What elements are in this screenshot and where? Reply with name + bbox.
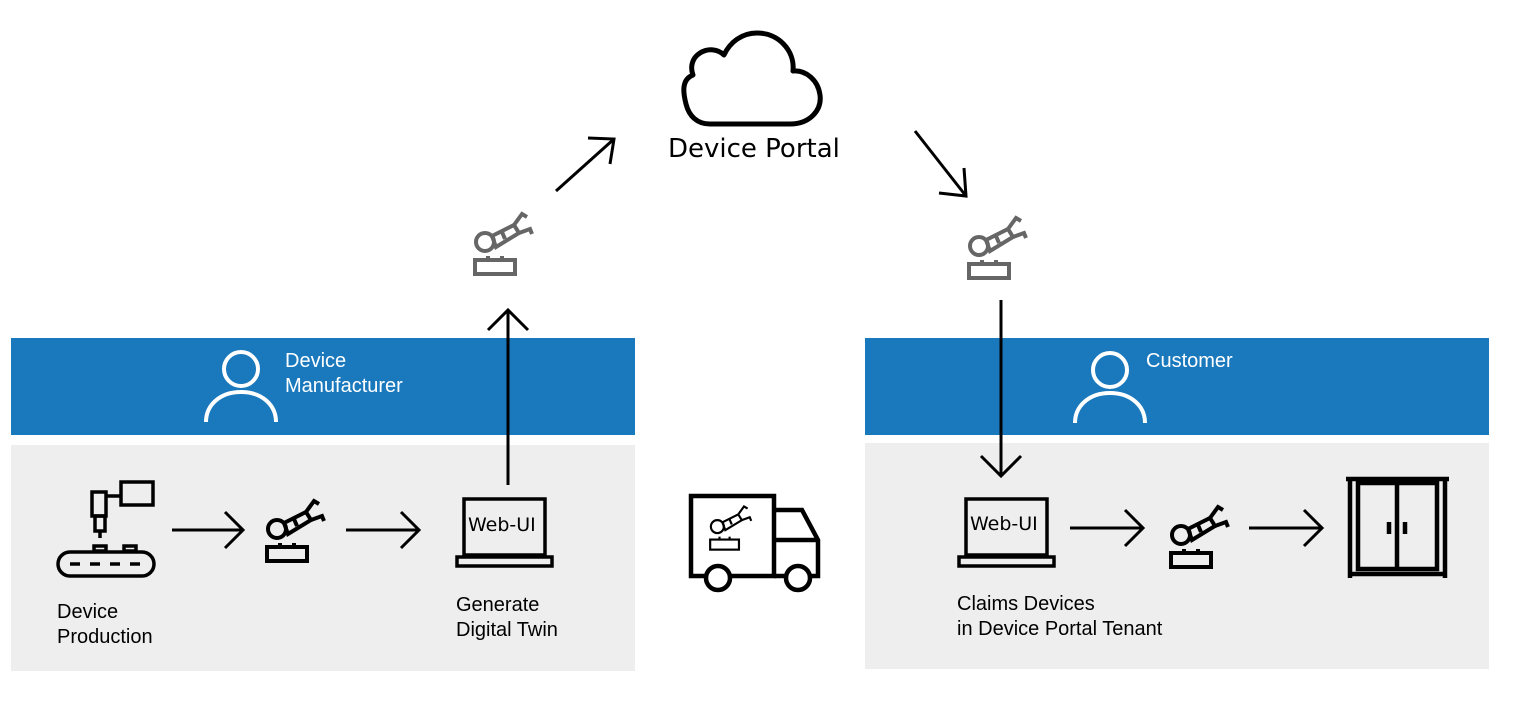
production-machine-icon <box>56 480 156 578</box>
device-robot-icon-top-left <box>473 212 534 276</box>
process-arrow-icon <box>172 510 246 550</box>
manufacturer-band <box>11 338 635 435</box>
webui-label-manufacturer: Web-UI <box>468 514 536 536</box>
device-production-caption: Device Production <box>57 601 153 648</box>
manufacturer-person-icon <box>204 350 278 424</box>
customer-person-icon <box>1073 351 1147 425</box>
robot-black-icon-manufacturer <box>265 499 326 563</box>
upload-arrow-icon <box>554 136 616 193</box>
generate-digital-twin-caption: Generate Digital Twin <box>456 594 558 641</box>
claim-down-arrow-icon <box>979 300 1023 479</box>
robot-black-icon-customer <box>1169 505 1230 569</box>
cloud-icon <box>681 30 823 127</box>
delivery-truck-icon <box>688 493 821 593</box>
download-arrow-icon <box>913 130 968 198</box>
webui-label-customer: Web-UI <box>970 513 1038 535</box>
register-up-arrow-icon <box>486 307 530 485</box>
manufacturer-role-line1: Device <box>285 350 347 372</box>
process-arrow-icon <box>346 510 422 550</box>
customer-band <box>865 338 1489 435</box>
customer-role-label: Customer <box>1146 350 1233 372</box>
device-robot-icon-top-right <box>967 216 1028 280</box>
process-arrow-icon <box>1070 508 1146 548</box>
cabinet-icon <box>1346 476 1449 578</box>
truck-cargo-robot-icon <box>709 505 753 551</box>
process-arrow-icon <box>1249 508 1325 548</box>
manufacturer-role-label: Device Manufacturer <box>285 349 403 399</box>
manufacturer-role-line2: Manufacturer <box>285 375 403 397</box>
claims-devices-caption: Claims Devices in Device Portal Tenant <box>957 593 1163 640</box>
device-portal-label: Device Portal <box>668 134 840 164</box>
